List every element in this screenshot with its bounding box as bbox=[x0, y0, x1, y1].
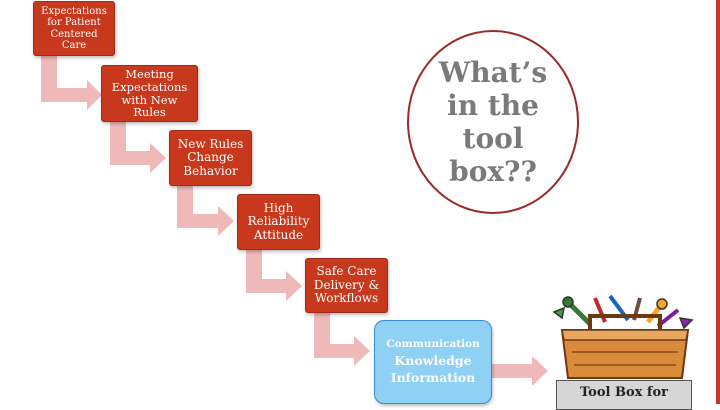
step-box-1: Expectations for Patient Centered Care bbox=[33, 1, 115, 56]
step-box-4: High Reliability Attitude bbox=[237, 194, 320, 250]
step-box-3: New Rules Change Behavior bbox=[169, 130, 252, 186]
step-label: High Reliability Attitude bbox=[247, 200, 310, 242]
step-label: Meeting Expectations with New Rules bbox=[111, 66, 188, 120]
step-box-2: Meeting Expectations with New Rules bbox=[101, 65, 198, 122]
question-text: What’s in the tool box?? bbox=[438, 55, 548, 189]
step-label: Safe Care Delivery & Workflows bbox=[313, 264, 380, 306]
accent-bar bbox=[716, 0, 720, 404]
connector-arrow-2 bbox=[110, 121, 166, 173]
question-circle: What’s in the tool box?? bbox=[407, 30, 579, 214]
final-step-line-2: Knowledge bbox=[394, 352, 472, 368]
toolbox-caption: Tool Box for bbox=[556, 380, 692, 410]
final-step-line-1: Communication bbox=[386, 338, 480, 351]
connector-arrow-5 bbox=[314, 311, 370, 366]
final-step-box: Communication Knowledge Information bbox=[374, 320, 492, 404]
connector-arrow-4 bbox=[246, 248, 302, 301]
step-label: Expectations for Patient Centered Care bbox=[41, 6, 107, 51]
connector-arrow-1 bbox=[41, 55, 102, 110]
step-box-5: Safe Care Delivery & Workflows bbox=[305, 258, 388, 313]
connector-arrow-3 bbox=[177, 184, 234, 236]
final-step-line-3: Information bbox=[390, 370, 476, 386]
toolbox-icon bbox=[552, 294, 694, 379]
step-label: New Rules Change Behavior bbox=[177, 136, 244, 178]
connector-arrow-6 bbox=[492, 356, 548, 386]
